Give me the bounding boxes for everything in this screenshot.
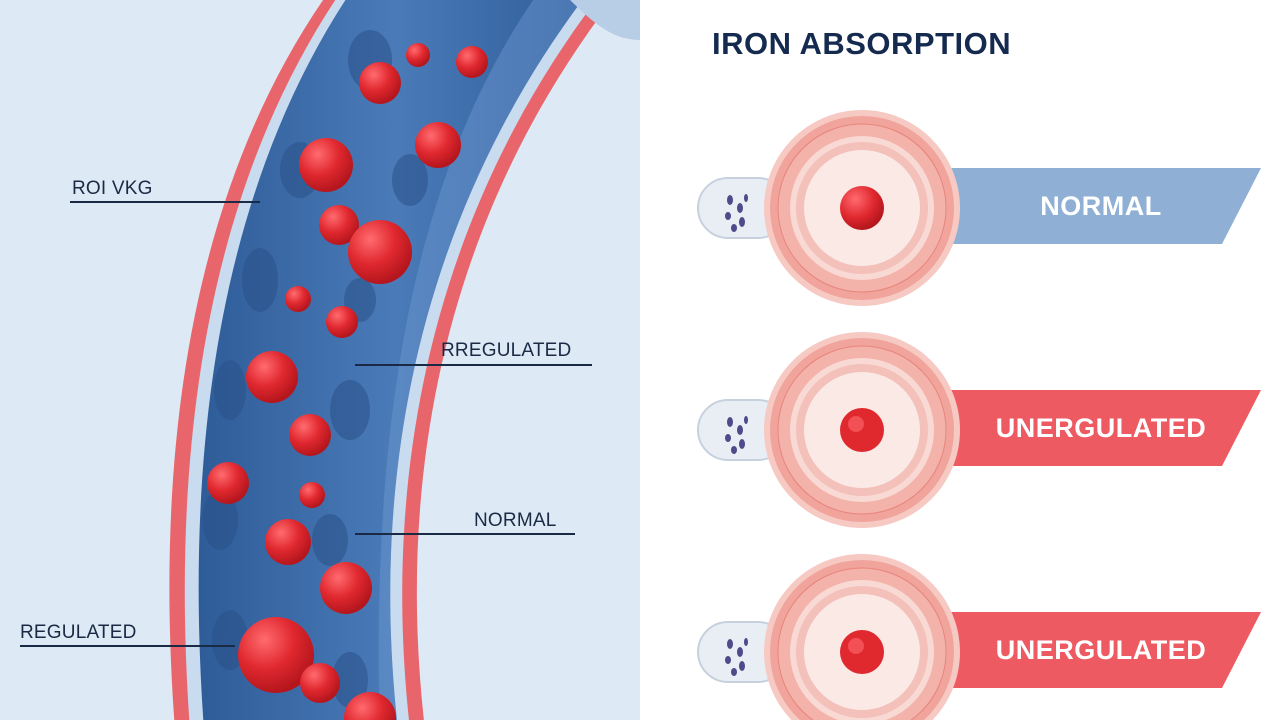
status-banner: UNERGULATED <box>936 390 1261 466</box>
vessel-label-1-leader <box>70 201 260 203</box>
blood-vessel-panel: ROI VKG RREGULATED NORMAL REGULATED <box>0 0 640 720</box>
vessel-label-1: ROI VKG <box>72 178 153 199</box>
vessel-label-3: NORMAL <box>474 510 557 531</box>
page-title: IRON ABSORPTION <box>712 26 1012 61</box>
red-blood-cells <box>207 43 488 720</box>
status-banner-label: NORMAL <box>1040 191 1162 221</box>
status-banner-label: UNERGULATED <box>995 413 1207 443</box>
vessel-label-2: RREGULATED <box>441 340 572 361</box>
status-banner: UNERGULATED <box>936 612 1261 688</box>
vessel-label-2-leader <box>355 364 592 366</box>
absorption-row-unregulated-2: UNERGULATED <box>696 552 1266 720</box>
vessel-label-4: REGULATED <box>20 622 137 643</box>
absorption-row-normal: NORMAL <box>696 108 1266 308</box>
status-banner-label: UNERGULATED <box>995 635 1207 665</box>
cell-cross-section-icon <box>697 554 960 720</box>
blood-vessel-illustration <box>169 0 640 720</box>
cell-cross-section-icon <box>697 332 960 528</box>
vessel-label-4-leader <box>20 645 235 647</box>
absorption-row-unregulated-1: UNERGULATED <box>696 330 1266 530</box>
vessel-label-3-leader <box>355 533 575 535</box>
status-banner: NORMAL <box>936 168 1261 244</box>
cell-cross-section-icon <box>697 110 960 306</box>
